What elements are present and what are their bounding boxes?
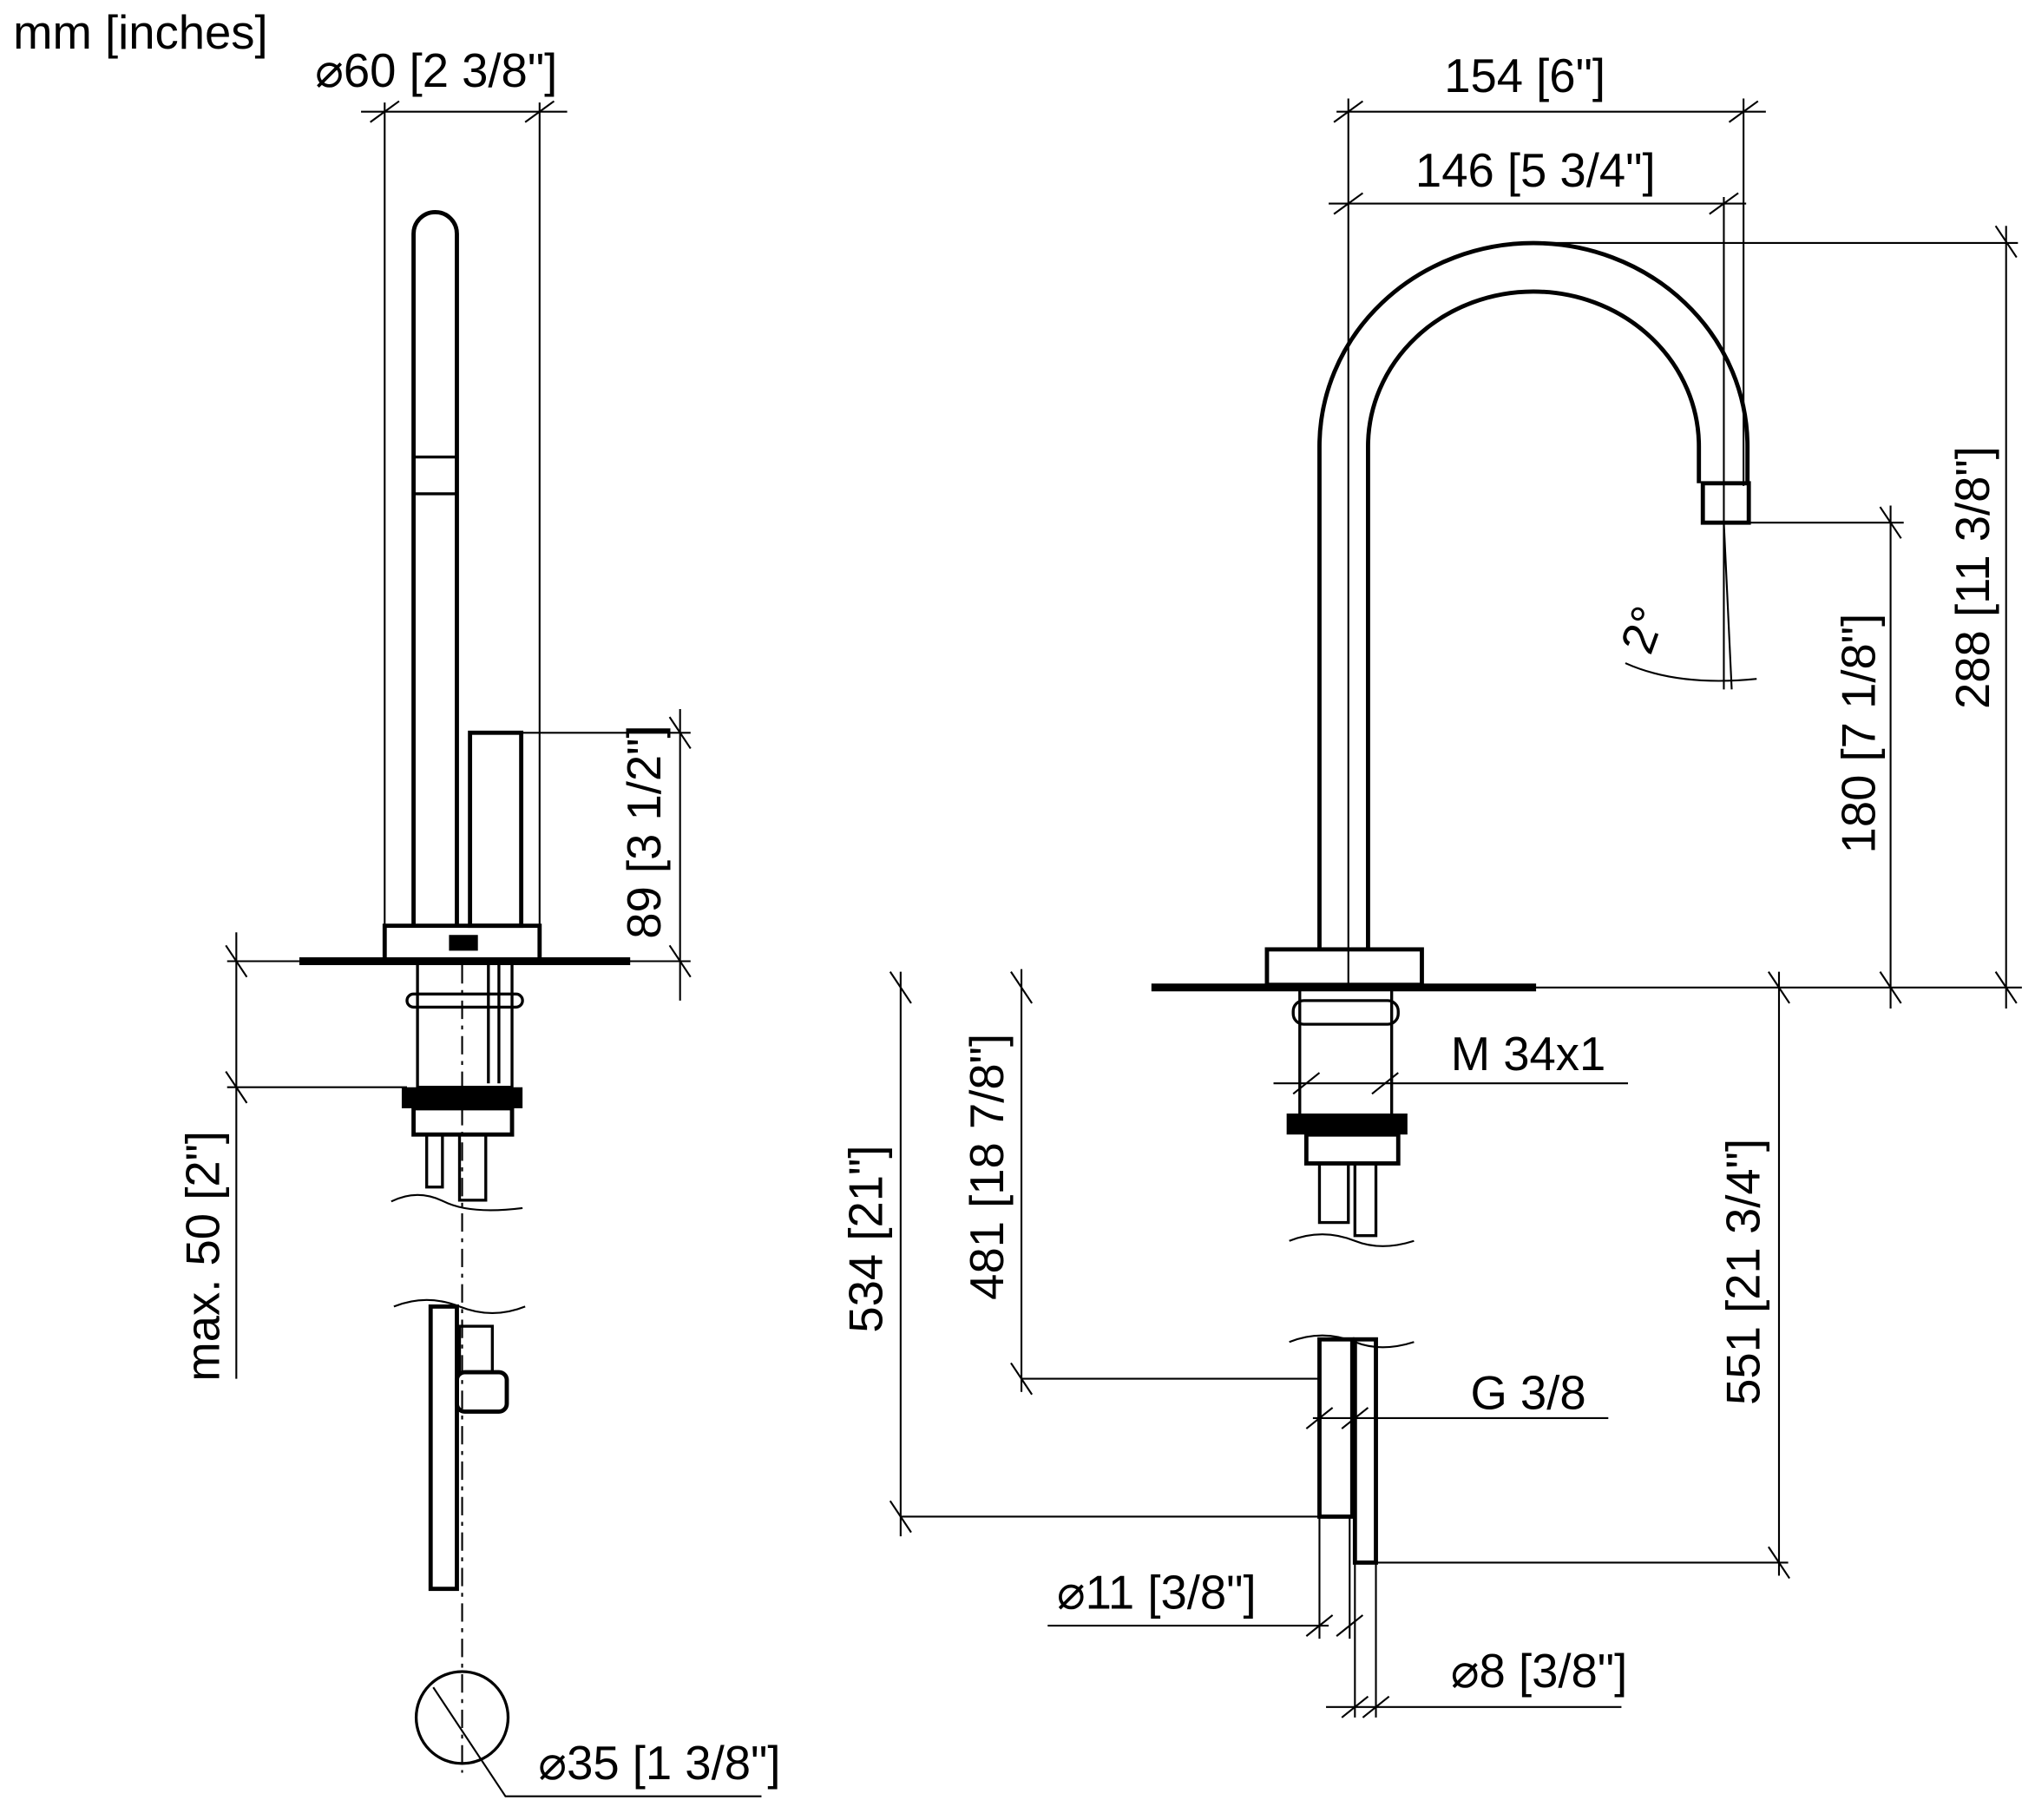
dim-label-89: 89 [3 1/2"] [618,725,671,938]
dim-label-288: 288 [11 3/8"] [1946,446,1999,709]
base-rosette-front [1264,947,1424,988]
dim-label-534: 534 [21"] [840,1146,893,1333]
lever-side [468,730,524,929]
dim-label-481: 481 [18 7/8"] [961,1034,1014,1300]
dim-label-146: 146 [5 3/4"] [1415,144,1656,197]
aerator [1700,481,1751,525]
hose-front-11 [1317,1337,1355,1519]
spout-front [1317,240,1750,949]
water-jet-line [1723,522,1733,690]
mounting-hole-circle [414,1670,510,1765]
dim-label-diameter-35: ⌀35 [1 3/8"] [538,1737,780,1790]
spout-side [411,210,459,926]
dim-label-diameter-8: ⌀8 [3/8"] [1451,1645,1627,1698]
dim-label-max-50: max. 50 [2"] [177,1131,230,1382]
hose-side [428,1304,459,1592]
connection-label: G 3/8 [1470,1366,1585,1419]
dim-label-154: 154 [6"] [1444,49,1605,102]
side-view: ⌀60 [2 3/8"] ⌀35 [1 3/8"] 89 [3 1/2"] ma… [177,44,780,1797]
thread-label: M 34x1 [1451,1028,1606,1081]
angle-label: 2° [1611,600,1676,660]
dim-label-551: 551 [21 3/4"] [1717,1139,1769,1405]
hose-front-8 [1352,1337,1378,1565]
dim-label-diameter-60: ⌀60 [2 3/8"] [315,44,557,97]
dim-label-180: 180 [7 1/8"] [1832,614,1885,854]
dim-label-diameter-11: ⌀11 [3/8"] [1057,1566,1257,1619]
front-view: 154 [6"] 146 [5 3/4"] 2° 288 [11 3/8"] 1… [840,49,2022,1718]
units-label: mm [inches] [13,6,268,59]
